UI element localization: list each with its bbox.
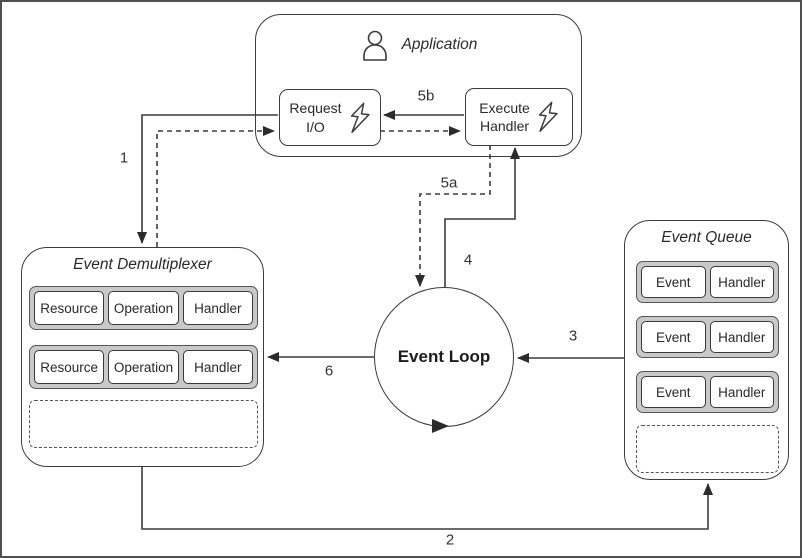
request-io-line2: I/O	[306, 118, 325, 135]
handler-cell: Handler	[182, 350, 253, 384]
arrow-label-5a: 5a	[440, 174, 458, 192]
application-title: Application	[401, 36, 478, 53]
arrow-label-1: 1	[119, 149, 129, 167]
operation-cell: Operation	[108, 350, 179, 384]
person-icon	[362, 30, 387, 61]
event-demultiplexer-container: Event Demultiplexer Resource Operation H…	[21, 247, 264, 467]
execute-handler-line1: Execute	[479, 99, 530, 116]
demultiplexer-empty-slot	[29, 400, 258, 448]
handler-cell: Handler	[182, 291, 253, 325]
resource-cell: Resource	[34, 291, 105, 325]
lightning-icon	[350, 102, 370, 133]
execute-handler-label: Execute Handler	[479, 99, 530, 135]
arrow-label-6: 6	[324, 362, 334, 380]
demultiplexer-row: Resource Operation Handler	[29, 286, 258, 330]
handler-cell: Handler	[709, 321, 774, 353]
request-io-box: Request I/O	[279, 89, 381, 146]
queue-row: Event Handler	[636, 261, 779, 303]
event-cell: Event	[641, 376, 706, 408]
resource-cell: Resource	[34, 350, 105, 384]
event-loop-circle: Event Loop	[374, 287, 514, 427]
operation-cell: Operation	[108, 291, 179, 325]
arrow-4	[444, 147, 520, 287]
arrow-label-4: 4	[463, 251, 473, 269]
queue-row: Event Handler	[636, 316, 779, 358]
arrow-label-5b: 5b	[417, 87, 435, 105]
event-queue-title: Event Queue	[661, 229, 752, 246]
request-io-line1: Request	[289, 100, 342, 117]
application-header: Application	[256, 27, 581, 63]
arrow-label-2: 2	[445, 531, 455, 549]
queue-empty-slot	[636, 425, 779, 473]
arrow-label-3: 3	[568, 327, 578, 345]
handler-cell: Handler	[709, 376, 774, 408]
arrow-5a	[415, 145, 491, 287]
execute-handler-box: Execute Handler	[465, 88, 573, 146]
handler-cell: Handler	[709, 266, 774, 298]
queue-row: Event Handler	[636, 371, 779, 413]
event-loop-label: Event Loop	[397, 347, 491, 366]
demultiplexer-row: Resource Operation Handler	[29, 345, 258, 389]
application-container: Application Request I/O Execute Handler	[255, 14, 582, 157]
arrow-dashed-to-request-io	[156, 126, 275, 247]
event-cell: Event	[641, 266, 706, 298]
event-demultiplexer-title: Event Demultiplexer	[73, 256, 212, 273]
arrow-2	[141, 467, 713, 530]
event-queue-container: Event Queue Event Handler Event Handler …	[624, 220, 789, 480]
event-cell: Event	[641, 321, 706, 353]
request-io-label: Request I/O	[289, 99, 341, 135]
lightning-icon	[538, 101, 558, 132]
execute-handler-line2: Handler	[479, 118, 530, 134]
